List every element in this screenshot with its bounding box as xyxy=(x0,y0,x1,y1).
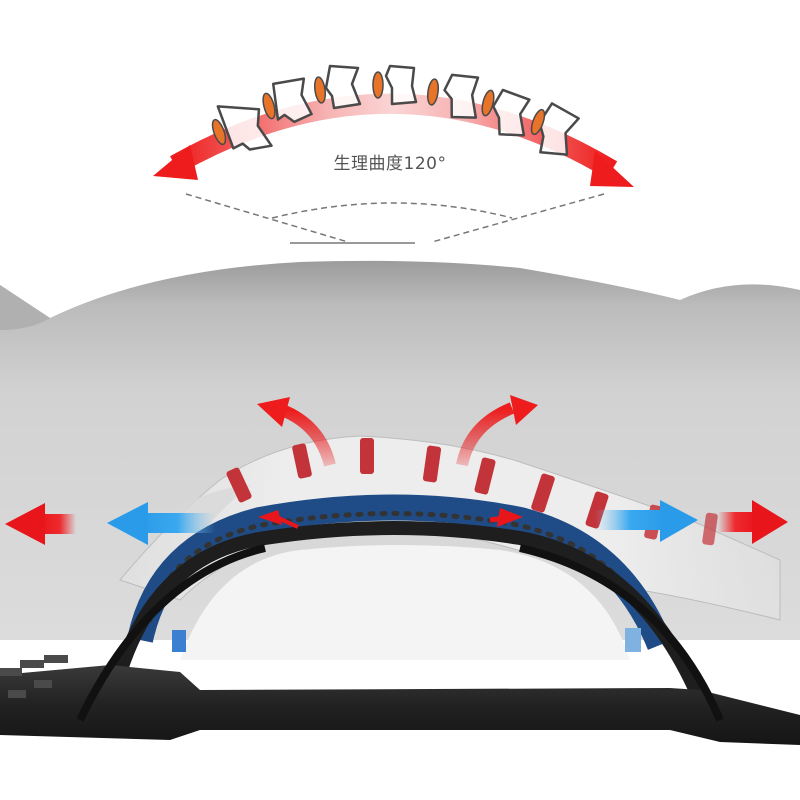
arrow-right-blue-icon xyxy=(595,500,698,542)
curvature-label-text: 生理曲度120° xyxy=(333,154,447,174)
back-stretcher xyxy=(108,494,707,703)
vertebrae-diagram xyxy=(216,64,580,156)
disc-diagram xyxy=(211,71,546,146)
pad-left xyxy=(172,630,186,652)
arrow-small-inward-right-icon xyxy=(489,508,523,527)
arrow-right-red-icon xyxy=(718,500,788,544)
arrow-left-blue-icon xyxy=(107,502,215,545)
arrow-left-red-icon xyxy=(5,503,76,545)
arrow-small-inward-left-icon xyxy=(258,510,299,529)
body-shoulder-shadow xyxy=(0,285,50,330)
stretcher-base xyxy=(0,544,800,745)
pad-right xyxy=(625,628,641,652)
curvature-label: 生理曲度120° xyxy=(0,149,800,174)
curved-arrow-up-left-icon xyxy=(257,397,336,467)
curved-arrow-up-right-icon xyxy=(456,395,538,467)
